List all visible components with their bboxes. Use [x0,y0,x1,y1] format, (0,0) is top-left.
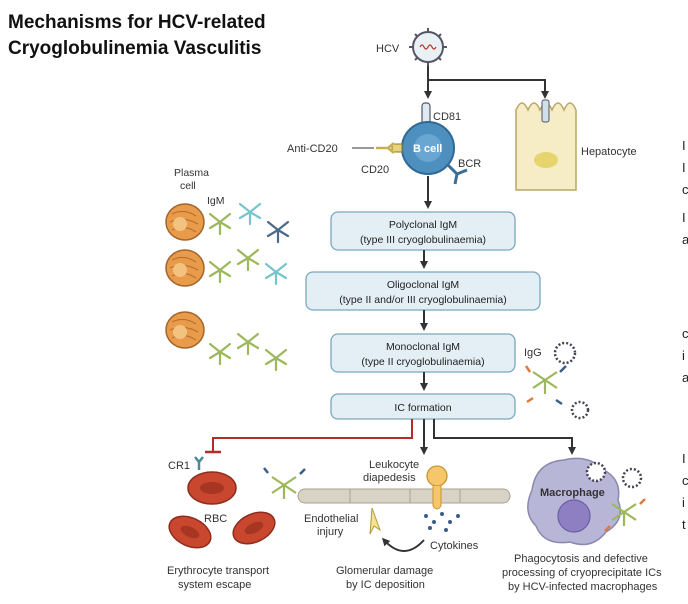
ic-formation-label: IC formation [394,402,451,414]
cytokines-label: Cytokines [430,540,479,552]
leukocyte-label-2: diapedesis [363,472,416,484]
monoclonal-line-2: (type II cryoglobulinaemia) [361,356,484,368]
b-cell-label: B cell [413,143,442,155]
rbc-immune-complex-icon [263,467,306,499]
macrophage-label: Macrophage [540,487,605,499]
red-inhibit-arrow [212,419,413,452]
phagocytosis-caption-3: by HCV-infected macrophages [508,581,658,593]
rbc-label: RBC [204,513,227,525]
arrow-hcv-to-hepatocyte [428,79,549,99]
erythrocyte-caption-1: Erythrocyte transport [167,565,269,577]
cd81-label: CD81 [433,111,461,123]
igg-label: IgG [524,347,542,359]
svg-text:I: I [682,210,686,225]
plasma-cell-icon-1 [165,203,205,241]
bcr-label: BCR [458,158,481,170]
oligoclonal-igm-box: Oligoclonal IgM (type II and/or III cryo… [305,271,541,311]
polyclonal-line-1: Polyclonal IgM [389,219,457,231]
cd20-label: CD20 [361,164,389,176]
svg-text:c: c [682,473,688,488]
endothelial-label-1: Endothelial [304,513,358,525]
svg-text:a: a [682,370,688,385]
immune-complex-icon [524,341,590,420]
diagram-title: Mechanisms for HCV-related Cryoglobuline… [8,10,266,62]
plasma-cell-icon-3 [165,311,205,349]
cytokine-feedback-arrow [381,537,425,552]
hepatocyte-label: Hepatocyte [581,146,637,158]
cutoff-side-text: I I c I a c i a I c i t [682,138,688,532]
svg-text:I: I [682,451,686,466]
title-line-1: Mechanisms for HCV-related [8,12,266,33]
svg-text:c: c [682,182,688,197]
b-cell-icon [391,102,468,185]
cr1-label: CR1 [168,460,190,472]
svg-text:i: i [682,495,685,510]
endothelial-injury-icon [369,507,381,535]
glomerular-caption-2: by IC deposition [346,579,425,591]
monoclonal-igm-box: Monoclonal IgM (type II cryoglobulinaemi… [330,333,516,373]
hcv-virus-icon [409,28,447,66]
oligoclonal-line-2: (type II and/or III cryoglobulinaemia) [339,294,507,306]
monoclonal-line-1: Monoclonal IgM [386,341,460,353]
rbc-icons [168,471,276,549]
glomerular-caption-1: Glomerular damage [336,565,433,577]
anti-cd20-antibody-icon [376,142,395,154]
polyclonal-line-2: (type III cryoglobulinaemia) [360,234,486,246]
endothelium-icon [297,488,511,504]
svg-text:c: c [682,326,688,341]
arrow-ic-to-macrophage [433,419,576,455]
cr1-receptor-icon [194,456,204,470]
svg-text:t: t [682,517,686,532]
svg-text:i: i [682,348,685,363]
anti-cd20-label: Anti-CD20 [287,143,338,155]
plasma-cell-label-1: Plasma [174,167,209,179]
plasma-cell-label-2: cell [180,180,196,192]
erythrocyte-caption-2: system escape [178,579,251,591]
polyclonal-igm-box: Polyclonal IgM (type III cryoglobulinaem… [330,211,516,251]
endothelial-label-2: injury [317,526,344,538]
leukocyte-label-1: Leukocyte [369,459,419,471]
svg-text:I: I [682,160,686,175]
phagocytosis-caption-1: Phagocytosis and defective [514,553,648,565]
bcr-receptor-icon [445,162,468,185]
oligoclonal-line-1: Oligoclonal IgM [387,279,459,291]
macrophage-icon [527,457,646,546]
hcv-label: HCV [376,43,400,55]
igm-label: IgM [207,195,225,207]
svg-text:a: a [682,232,688,247]
title-line-2: Cryoglobulinemia Vasculitis [8,38,262,59]
igm-molecule-icons [208,202,290,372]
hepatocyte-icon [515,99,577,191]
phagocytosis-caption-2: processing of cryoprecipitate ICs [502,567,662,579]
svg-text:I: I [682,138,686,153]
leukocyte-icon [426,465,448,510]
cytokine-dots-icon [424,512,460,532]
ic-formation-box: IC formation [330,393,516,420]
plasma-cell-icon-2 [165,249,205,287]
